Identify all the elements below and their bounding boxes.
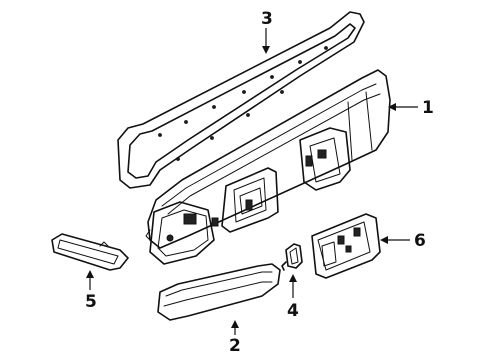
tail-lamp-panel-assembly: [145, 69, 391, 265]
svg-text:1: 1: [422, 98, 434, 118]
svg-text:5: 5: [85, 292, 97, 312]
callout-5: 5: [85, 270, 97, 312]
svg-text:3: 3: [261, 9, 273, 29]
mounting-holes: [158, 46, 328, 161]
callout-4: 4: [287, 274, 299, 321]
callout-1: 1: [388, 98, 434, 118]
license-plate-bracket: [311, 213, 381, 279]
svg-text:2: 2: [229, 336, 241, 356]
side-marker-lamp: [51, 233, 129, 271]
callout-2: 2: [229, 320, 241, 356]
svg-text:6: 6: [414, 231, 426, 251]
upper-trim-molding: [117, 11, 365, 189]
lamp-lens: [157, 263, 281, 321]
svg-text:4: 4: [287, 301, 299, 321]
retaining-clip: [281, 243, 303, 271]
callout-3: 3: [261, 9, 273, 54]
callout-6: 6: [380, 231, 426, 251]
